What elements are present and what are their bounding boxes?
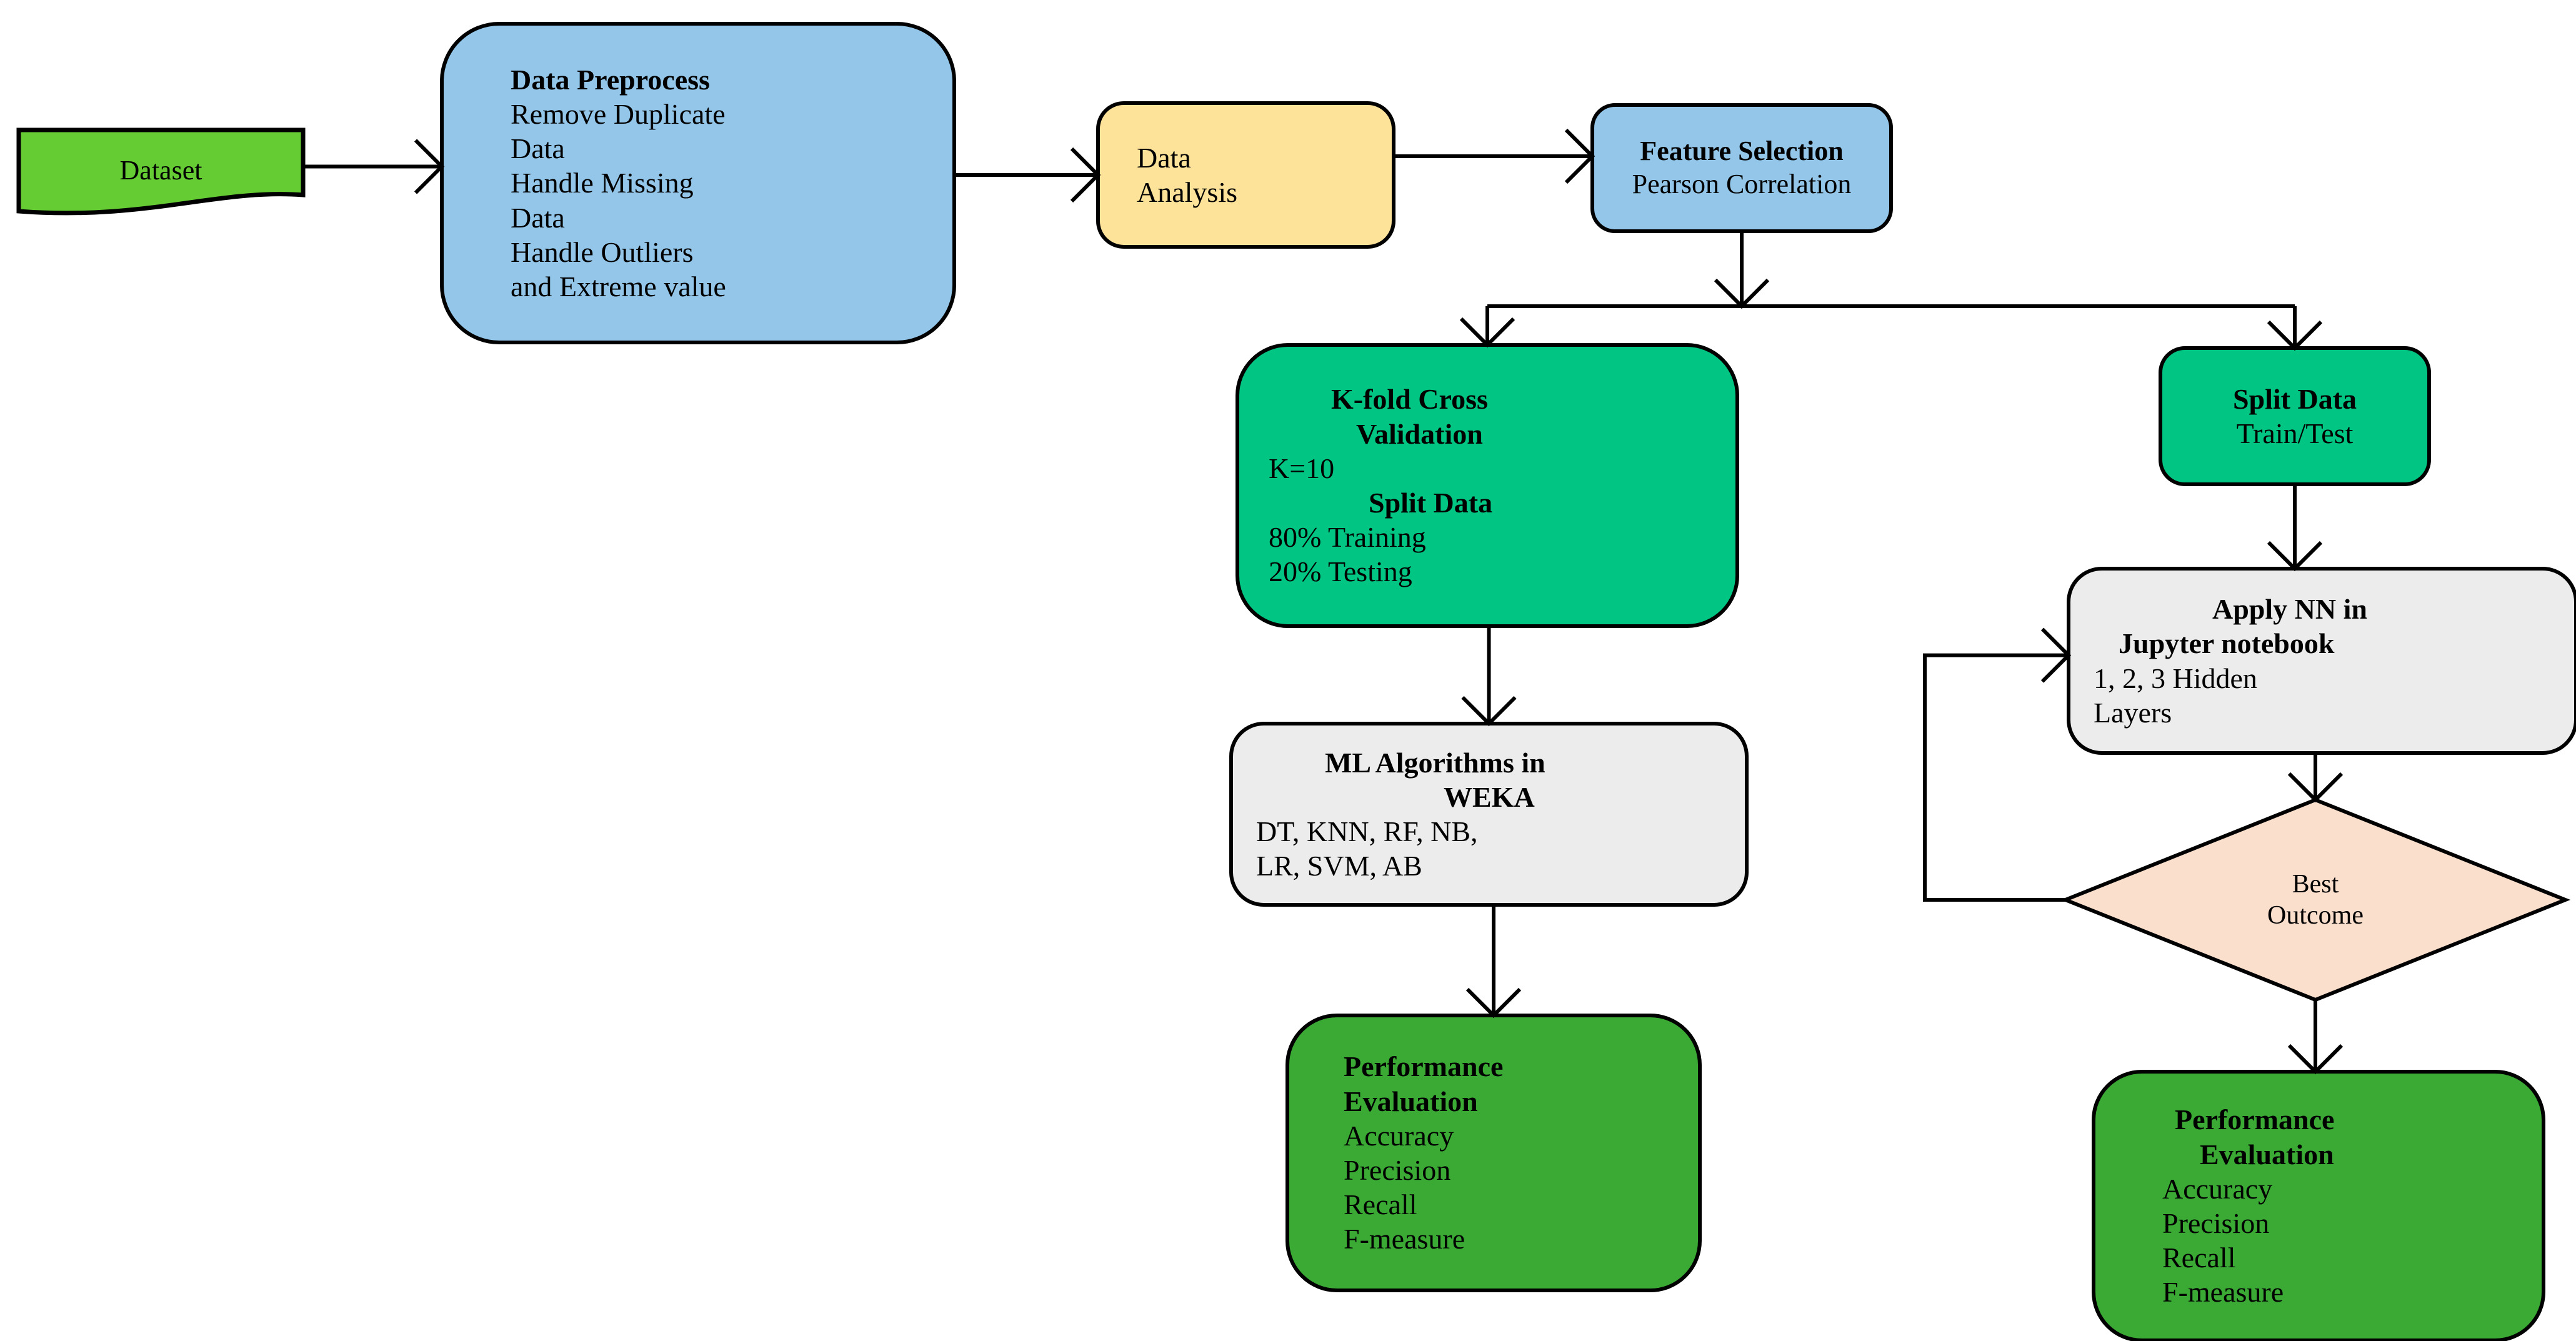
arrowhead-right bbox=[1564, 128, 1595, 184]
arrowhead-right bbox=[1070, 147, 1101, 203]
arrowhead-down bbox=[1465, 987, 1522, 1019]
apply-nn-jupyter-node-shape bbox=[2067, 567, 2576, 755]
data-analysis-node-shape bbox=[1096, 101, 1395, 249]
edges-layer bbox=[303, 128, 2344, 1075]
arrowhead-down bbox=[2287, 772, 2344, 803]
feature-selection-node-shape bbox=[1590, 103, 1893, 233]
performance-evaluation-ml-node-shape bbox=[1286, 1014, 1702, 1292]
split-data-node-shape bbox=[2159, 346, 2431, 486]
performance-evaluation-nn-node-shape bbox=[2092, 1070, 2545, 1341]
ml-algorithms-weka-node-shape bbox=[1229, 722, 1749, 907]
arrowhead-right bbox=[414, 139, 445, 194]
node-shapes-layer bbox=[16, 22, 2576, 1341]
data-preprocess-node-shape bbox=[440, 22, 956, 344]
arrowhead-down bbox=[2267, 541, 2323, 572]
arrowhead-down bbox=[2267, 320, 2323, 351]
edge-bestoutcome-feedback-to-applynn bbox=[1923, 653, 2069, 902]
arrowhead-down bbox=[2287, 1044, 2344, 1075]
best-outcome-decision-shape bbox=[2060, 797, 2571, 1002]
dataset-node-shape bbox=[16, 127, 306, 216]
arrowhead-down bbox=[1461, 695, 1517, 727]
arrowhead-down bbox=[1459, 317, 1515, 348]
arrowhead-right bbox=[2040, 627, 2072, 683]
kfold-cross-validation-node-shape bbox=[1236, 343, 1739, 628]
